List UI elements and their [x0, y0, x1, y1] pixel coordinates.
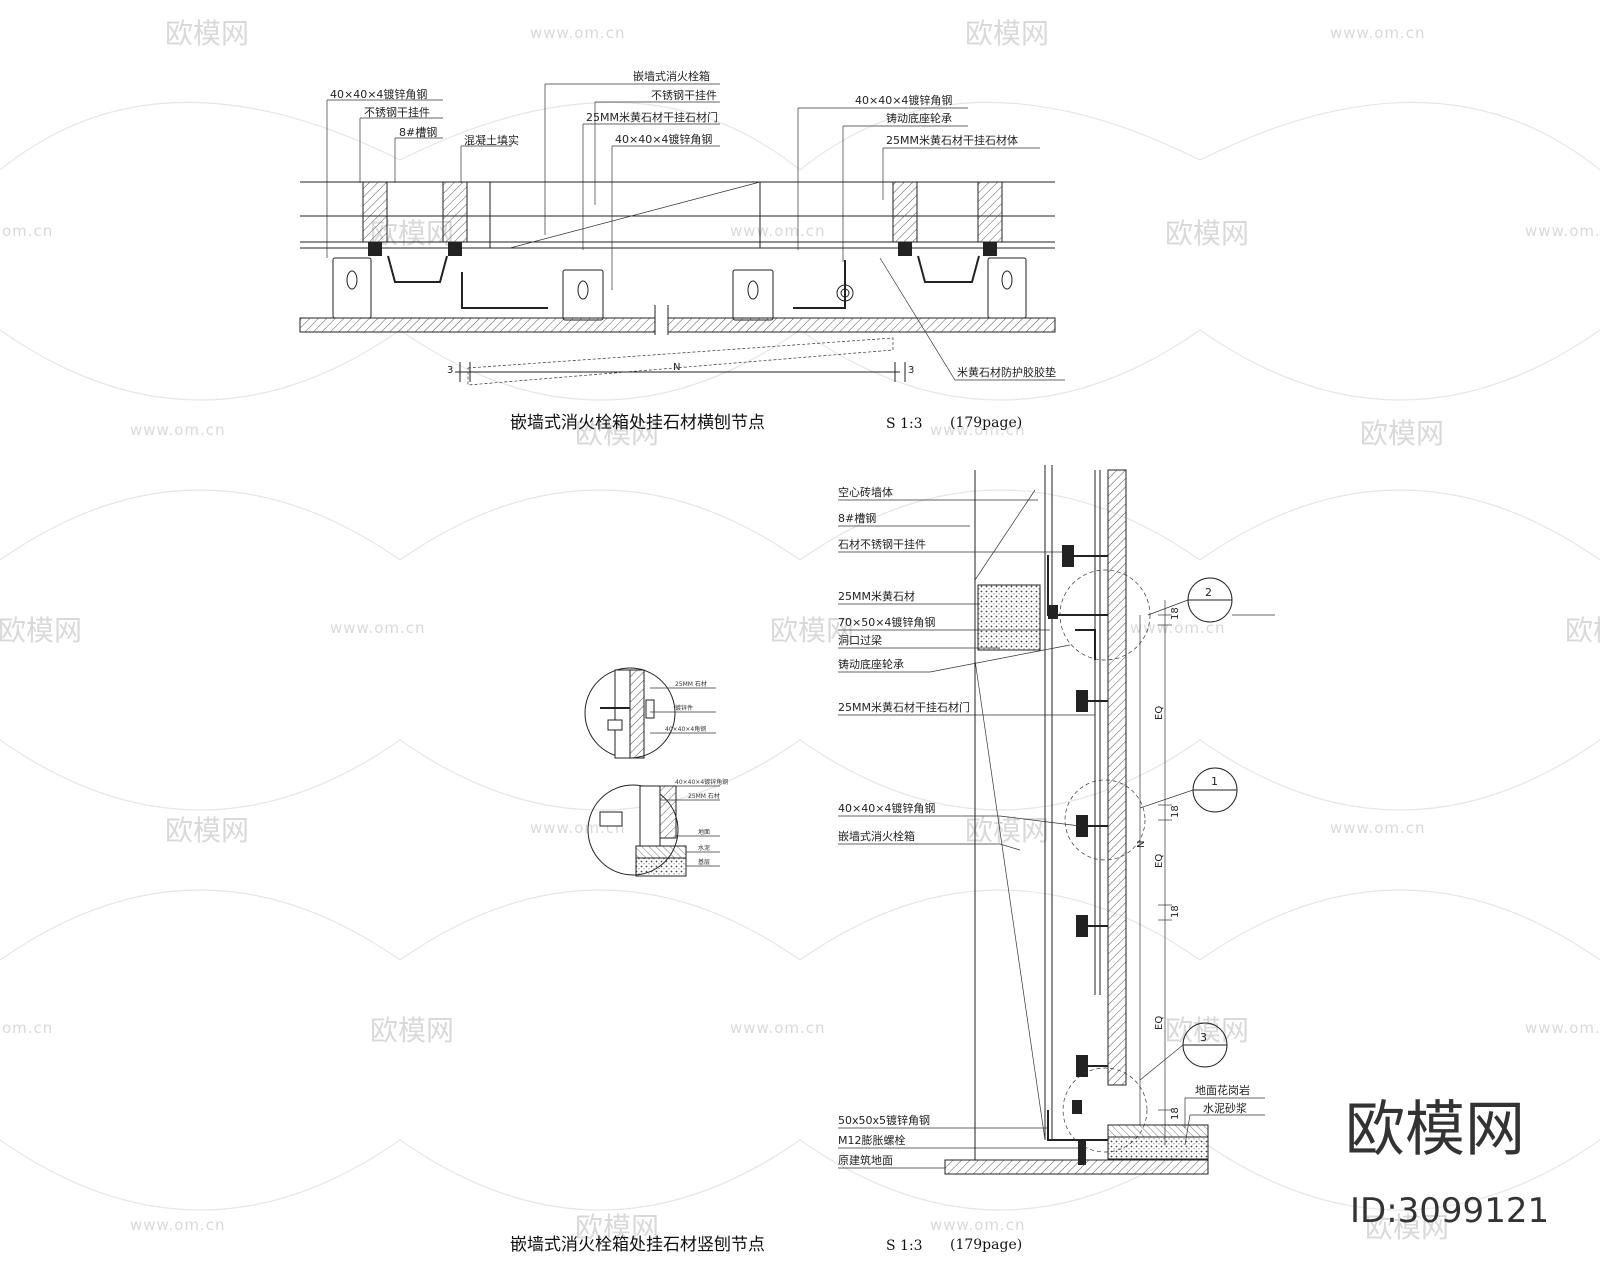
bottom-label-bolt: M12膨胀螺栓: [838, 1133, 906, 1147]
bottom-label-firebox: 嵌墙式消火栓箱: [838, 829, 915, 843]
bottom-label-floor: 原建筑地面: [838, 1153, 893, 1167]
bottom-label-lintel: 洞口过梁: [838, 633, 882, 647]
detail-2-label: 40×40×4镀锌角钢: [675, 778, 728, 786]
watermark-logo: 欧模网: [1565, 614, 1600, 647]
brand-name: 欧模网: [1345, 1095, 1525, 1165]
watermark-logo: 欧模网: [0, 614, 82, 647]
bottom-drawing-title: 嵌墙式消火栓箱处挂石材竖刨节点: [510, 1235, 765, 1255]
bottom-label-granite: 地面花岗岩: [1195, 1083, 1250, 1097]
bottom-label-mortar: 水泥砂浆: [1203, 1101, 1247, 1115]
top-label-hanger-left: 不锈钢干挂件: [364, 105, 430, 119]
detail-1-label: 40×40×4角钢: [665, 725, 706, 733]
watermark-url: www.om.cn: [530, 24, 626, 42]
dim-label: N: [1136, 841, 1147, 848]
top-drawing-scale: S 1:3: [886, 416, 923, 432]
detail-2-label: 地面: [698, 828, 710, 836]
watermark-url: www.om.cn: [330, 619, 426, 637]
watermark-logo: 欧模网: [1365, 1211, 1449, 1244]
top-label-angle-steel-center: 40×40×4镀锌角钢: [615, 132, 712, 146]
watermark-logo: 欧模网: [165, 814, 249, 847]
brand-mark: 欧模网 ID:3099121: [1345, 1095, 1549, 1231]
watermark-url: www.om.cn: [1330, 819, 1426, 837]
watermark-url: www.om.cn: [1525, 222, 1600, 240]
dim-label: EQ: [1154, 706, 1165, 720]
top-label-gasket: 米黄石材防护胶胶垫: [957, 365, 1056, 379]
top-drawing-title: 嵌墙式消火栓箱处挂石材横刨节点: [510, 413, 765, 433]
top-label-angle-steel-left: 40×40×4镀锌角钢: [330, 87, 427, 101]
brand-id: ID:3099121: [1350, 1191, 1549, 1231]
bottom-label-caster: 铸动底座轮承: [838, 657, 904, 671]
detail-1: 25MM 石材 镀锌件 40×40×4角钢: [584, 667, 716, 759]
detail-2-label: 25MM 石材: [688, 792, 720, 800]
bottom-drawing-page: (179page): [950, 1237, 1022, 1253]
watermark-url: www.om.cn: [1525, 1019, 1600, 1037]
watermark-url: www.om.cn: [730, 1019, 826, 1037]
watermark-logo: 欧模网: [165, 17, 249, 50]
top-label-concrete: 混凝土填实: [464, 133, 519, 147]
bottom-label-angle-50: 50x50x5镀锌角钢: [838, 1113, 930, 1127]
top-label-firebox: 嵌墙式消火栓箱: [633, 69, 710, 83]
top-label-caster: 铸动底座轮承: [886, 111, 952, 125]
bottom-drawing-scale: S 1:3: [886, 1238, 923, 1254]
top-dim-mid: N: [673, 362, 680, 373]
watermark-logo: 欧模网: [370, 1014, 454, 1047]
bottom-label-stone-25: 25MM米黄石材: [838, 589, 915, 603]
watermark-url: om.cn: [2, 222, 53, 240]
watermark-logo: 欧模网: [1165, 217, 1249, 250]
detail-1-label: 镀锌件: [675, 704, 693, 712]
top-label-hanger-center: 不锈钢干挂件: [651, 88, 717, 102]
top-dim-left: 3: [447, 365, 453, 376]
detail-1-label: 25MM 石材: [675, 680, 707, 688]
callout-2: 2: [1205, 586, 1212, 599]
dimension-chain: 18 EQ 18 N EQ 18 EQ 18: [1136, 607, 1181, 1120]
watermark-url: www.om.cn: [930, 421, 1026, 439]
watermark-url: www.om.cn: [130, 1216, 226, 1234]
callout-3: 3: [1200, 1031, 1207, 1044]
watermark-logo: 欧模网: [965, 17, 1049, 50]
bottom-label-channel: 8#槽钢: [838, 512, 876, 525]
top-section-drawing: 3 N 3 40×40×4镀锌角钢 不锈钢干挂件 8#槽钢 混凝土填实 嵌墙式消…: [299, 69, 1065, 433]
bottom-label-brick-wall: 空心砖墙体: [838, 485, 893, 499]
top-label-channel-left: 8#槽钢: [399, 126, 437, 139]
bottom-label-angle-40: 40×40×4镀锌角钢: [838, 801, 935, 815]
top-label-stone-door: 25MM米黄石材干挂石材门: [586, 110, 718, 124]
watermark-url: www.om.cn: [1330, 24, 1426, 42]
top-drawing-page: (179page): [950, 415, 1022, 431]
bottom-section-drawing: 2 1 3 18 EQ 18 N EQ 18 EQ 18: [510, 465, 1275, 1255]
watermark-url: www.om.cn: [730, 222, 826, 240]
dim-label: EQ: [1154, 1016, 1165, 1030]
dim-label: 18: [1170, 1107, 1181, 1120]
watermark-logo: 欧模网: [575, 417, 659, 450]
detail-2-label: 基层: [698, 858, 710, 866]
bottom-label-stone-hanger: 石材不锈钢干挂件: [838, 537, 926, 551]
bottom-label-stone-door: 25MM米黄石材干挂石材门: [838, 700, 970, 714]
dim-label: 18: [1170, 805, 1181, 818]
watermark-logo: 欧模网: [1165, 1014, 1249, 1047]
top-label-angle-steel-right: 40×40×4镀锌角钢: [855, 93, 952, 107]
top-dim-right: 3: [908, 365, 914, 376]
watermark-url: www.om.cn: [930, 1216, 1026, 1234]
dim-label: EQ: [1154, 854, 1165, 868]
top-label-stone-body: 25MM米黄石材干挂石材体: [886, 133, 1018, 147]
watermark-logo: 欧模网: [770, 614, 854, 647]
detail-2-label: 水泥: [698, 844, 710, 852]
watermark-url: om.cn: [2, 1019, 53, 1037]
detail-2: 40×40×4镀锌角钢 25MM 石材 地面 水泥 基层: [587, 778, 728, 877]
dim-label: 18: [1170, 905, 1181, 918]
watermark-logo: 欧模网: [965, 814, 1049, 847]
watermark-logo: 欧模网: [1360, 417, 1444, 450]
dim-label: 18: [1170, 607, 1181, 620]
callout-1: 1: [1211, 775, 1218, 788]
watermark-url: www.om.cn: [130, 421, 226, 439]
watermark-layer: 欧模网 欧模网 www.om.cn www.om.cn om.cn 欧模网 ww…: [0, 17, 1600, 1244]
watermark-logo: 欧模网: [575, 1211, 659, 1244]
bottom-label-angle-70: 70×50×4镀锌角钢: [838, 615, 935, 629]
watermark-url: www.om.cn: [1130, 619, 1226, 637]
